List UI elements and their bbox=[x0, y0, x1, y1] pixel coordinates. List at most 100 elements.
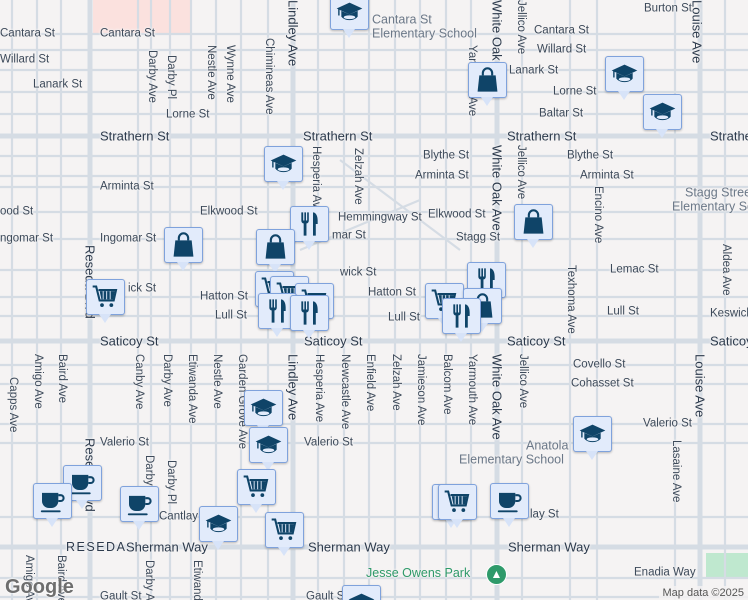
shopping-marker[interactable] bbox=[256, 229, 295, 273]
street-label-encino: Encino Ave bbox=[591, 186, 604, 244]
shopping-cart-icon bbox=[443, 488, 472, 516]
grocery-marker[interactable] bbox=[86, 279, 125, 323]
street-label-lull: Lull St bbox=[215, 309, 247, 322]
park-area bbox=[706, 553, 748, 579]
school-marker[interactable] bbox=[330, 0, 369, 38]
street-label-cohasset: Cohasset St bbox=[571, 377, 634, 390]
restaurant-marker[interactable] bbox=[290, 295, 329, 339]
street-label-lasaine: Lasaine Ave bbox=[669, 440, 682, 503]
cafe-marker[interactable] bbox=[120, 486, 159, 530]
school-marker[interactable] bbox=[264, 146, 303, 190]
school-icon bbox=[335, 0, 364, 26]
street-label-etiwanda: Etiwanda Ave bbox=[185, 354, 198, 424]
street-label-white-oak: White Oak Ave bbox=[489, 354, 505, 440]
street-label-stagg: Stagg St bbox=[456, 231, 501, 244]
street-label-wynne: Wynne Ave bbox=[223, 45, 236, 103]
cafe-marker[interactable] bbox=[33, 483, 72, 527]
school-icon bbox=[347, 589, 376, 600]
street-label-elkwood: Elkwood St bbox=[428, 208, 486, 221]
street-label-hatton: Hatton St bbox=[200, 290, 248, 303]
street-label-darby-pl: Darby Pl bbox=[164, 55, 177, 100]
street-label-arminta: Arminta St bbox=[415, 169, 469, 182]
school-icon bbox=[578, 420, 607, 448]
street-label-lull: Lull St bbox=[607, 305, 639, 318]
street-label-chimineas: Chimineas Ave bbox=[262, 38, 275, 115]
street-label-saticoy: Saticoy St bbox=[100, 333, 159, 349]
street-label-strathe: Strathe bbox=[710, 128, 748, 144]
jesse-owens-park-label[interactable]: Jesse Owens Park bbox=[366, 565, 471, 580]
street-label-saticoy: Saticoy St bbox=[304, 333, 363, 349]
street-label-etiwanda: Etiwanda Ave bbox=[190, 560, 203, 600]
shopping-cart-icon bbox=[242, 473, 271, 501]
street-label-louise: Louise Ave bbox=[689, 0, 705, 64]
street-label-lorne: Lorne St bbox=[166, 108, 210, 121]
city-label-reseda: RESEDA bbox=[66, 539, 127, 554]
school-marker[interactable] bbox=[573, 416, 612, 460]
street-label-saticoy-cut: Saticoy bbox=[710, 333, 748, 349]
grocery-marker[interactable] bbox=[265, 512, 304, 556]
street-label-white-oak: White Oak Ave bbox=[489, 145, 505, 231]
street-label-aldea: Aldea Ave bbox=[719, 244, 732, 296]
grocery-marker[interactable] bbox=[438, 484, 477, 528]
cafe-cup-icon bbox=[125, 490, 154, 518]
map-data-attribution[interactable]: Map data ©2025 bbox=[658, 586, 748, 600]
street-label-baltar: Baltar St bbox=[539, 107, 584, 120]
street-label-lindley: Lindley Ave bbox=[285, 354, 301, 421]
street-label-covello: Covello St bbox=[573, 358, 626, 371]
shopping-bag-icon bbox=[473, 66, 502, 94]
poi-name-line: Elementary School bbox=[459, 453, 564, 467]
street-label-nestle: Nestle Ave bbox=[204, 45, 217, 100]
school-marker[interactable] bbox=[199, 506, 238, 550]
street-label-willard: Willard St bbox=[0, 53, 50, 66]
shopping-marker[interactable] bbox=[164, 227, 203, 271]
street-label-strathern: Strathern St bbox=[303, 128, 373, 144]
street-label-lanark: Lanark St bbox=[33, 78, 83, 91]
grocery-marker[interactable] bbox=[237, 469, 276, 513]
street-label-elkwood: Elkwood St bbox=[200, 205, 258, 218]
school-marker[interactable] bbox=[643, 94, 682, 138]
restaurant-marker[interactable] bbox=[442, 298, 481, 342]
street-label-nestle: Nestle Ave bbox=[210, 354, 223, 409]
street-label-capps: Capps Ave bbox=[6, 377, 19, 433]
school-marker[interactable] bbox=[342, 585, 381, 600]
street-label-sherman: Sherman Way bbox=[308, 539, 390, 555]
cafe-cup-icon bbox=[495, 487, 524, 515]
school-marker[interactable] bbox=[249, 427, 288, 471]
street-label-lorne: Lorne St bbox=[553, 85, 597, 98]
shopping-cart-icon bbox=[91, 283, 120, 311]
street-label-strathern: Strathern St bbox=[100, 128, 170, 144]
street-label-sherman: Sherman Way bbox=[508, 539, 590, 555]
shopping-marker[interactable] bbox=[514, 204, 553, 248]
street-label-valerio: Valerio St bbox=[643, 417, 693, 430]
poi-name-line: Stagg Street bbox=[685, 185, 748, 200]
school-icon bbox=[269, 150, 298, 178]
poi-name-line: Elementary School bbox=[672, 200, 748, 214]
street-label-ood: ood St bbox=[0, 205, 34, 218]
google-logo[interactable]: Google bbox=[5, 576, 74, 598]
park-tree-icon[interactable]: ▲ bbox=[486, 564, 507, 585]
school-icon bbox=[648, 98, 677, 126]
school-marker[interactable] bbox=[244, 390, 283, 434]
street-label-cantara: Cantara St bbox=[0, 27, 55, 40]
shopping-marker[interactable] bbox=[468, 62, 507, 106]
cafe-marker[interactable] bbox=[490, 483, 529, 527]
street-label-texhoma: Texhoma Ave bbox=[564, 265, 577, 334]
street-label-hatton: Hatton St bbox=[368, 286, 416, 299]
street-label-cantara: Cantara St bbox=[100, 27, 155, 40]
street-label-hesperia: Hesperia Ave bbox=[309, 146, 322, 215]
school-marker[interactable] bbox=[605, 56, 644, 100]
restaurant-marker[interactable] bbox=[290, 206, 329, 250]
street-label-gault: Gault St bbox=[100, 590, 142, 600]
shopping-bag-icon bbox=[519, 208, 548, 236]
street-label-baird: Baird Ave bbox=[55, 354, 68, 404]
street-label-enfield: Enfield Ave bbox=[363, 354, 376, 412]
street-label-darby-ave: Darby Ave bbox=[145, 50, 158, 103]
school-zone-area bbox=[93, 0, 190, 33]
street-label-amigo: Amigo Ave bbox=[31, 354, 44, 409]
street-label-strathern: Strathern St bbox=[507, 128, 577, 144]
